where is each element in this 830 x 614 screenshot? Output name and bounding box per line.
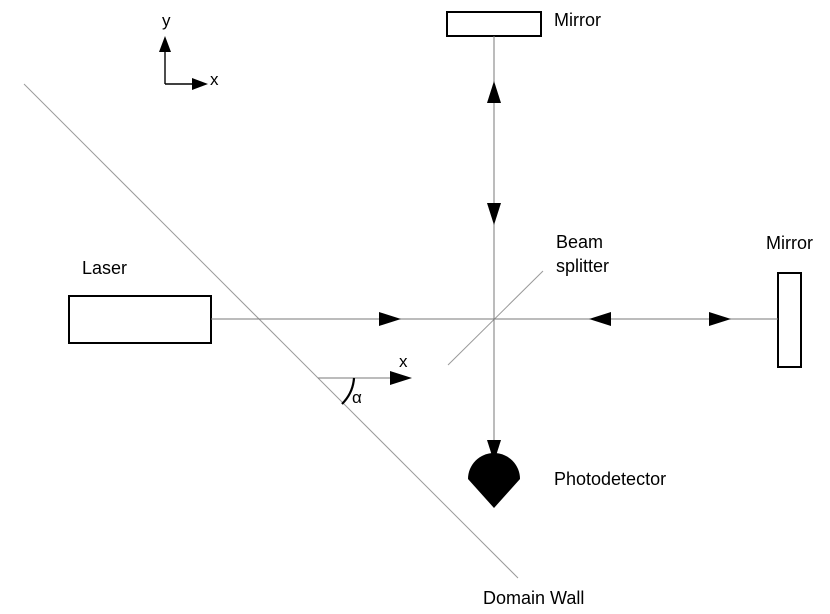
laser-box (68, 295, 212, 344)
beam-arrow-down-to-detector (487, 440, 501, 462)
local-x-label: x (399, 352, 408, 371)
mirror-top-label: Mirror (554, 10, 601, 30)
beam-splitter-label-line2: splitter (556, 256, 609, 276)
domain-wall-label: Domain Wall (483, 588, 584, 608)
beam-arrow-left-from-mirror (589, 312, 611, 326)
mirror-right (777, 272, 802, 368)
beam-splitter-label-line1: Beam (556, 232, 603, 252)
photodetector (468, 453, 520, 508)
coordinate-axes: y x (159, 11, 219, 90)
beam-arrow-right-to-mirror (709, 312, 731, 326)
domain-wall-line (23, 83, 519, 579)
y-axis-arrowhead (159, 36, 171, 52)
y-axis-label: y (162, 11, 171, 30)
beam-arrow-up-to-mirror (487, 81, 501, 103)
local-x-arrowhead (390, 371, 412, 385)
beam-arrow-right-to-splitter (379, 312, 401, 326)
x-axis-label: x (210, 70, 219, 89)
mirror-top (446, 11, 542, 37)
x-axis-arrowhead (192, 78, 208, 90)
mirror-right-label: Mirror (766, 233, 813, 253)
beam-splitter (447, 270, 544, 366)
laser-label: Laser (82, 258, 127, 278)
angle-label: α (352, 388, 362, 407)
photodetector-label: Photodetector (554, 469, 666, 489)
angle-arc (341, 377, 356, 405)
beam-arrow-down-from-mirror (487, 203, 501, 225)
